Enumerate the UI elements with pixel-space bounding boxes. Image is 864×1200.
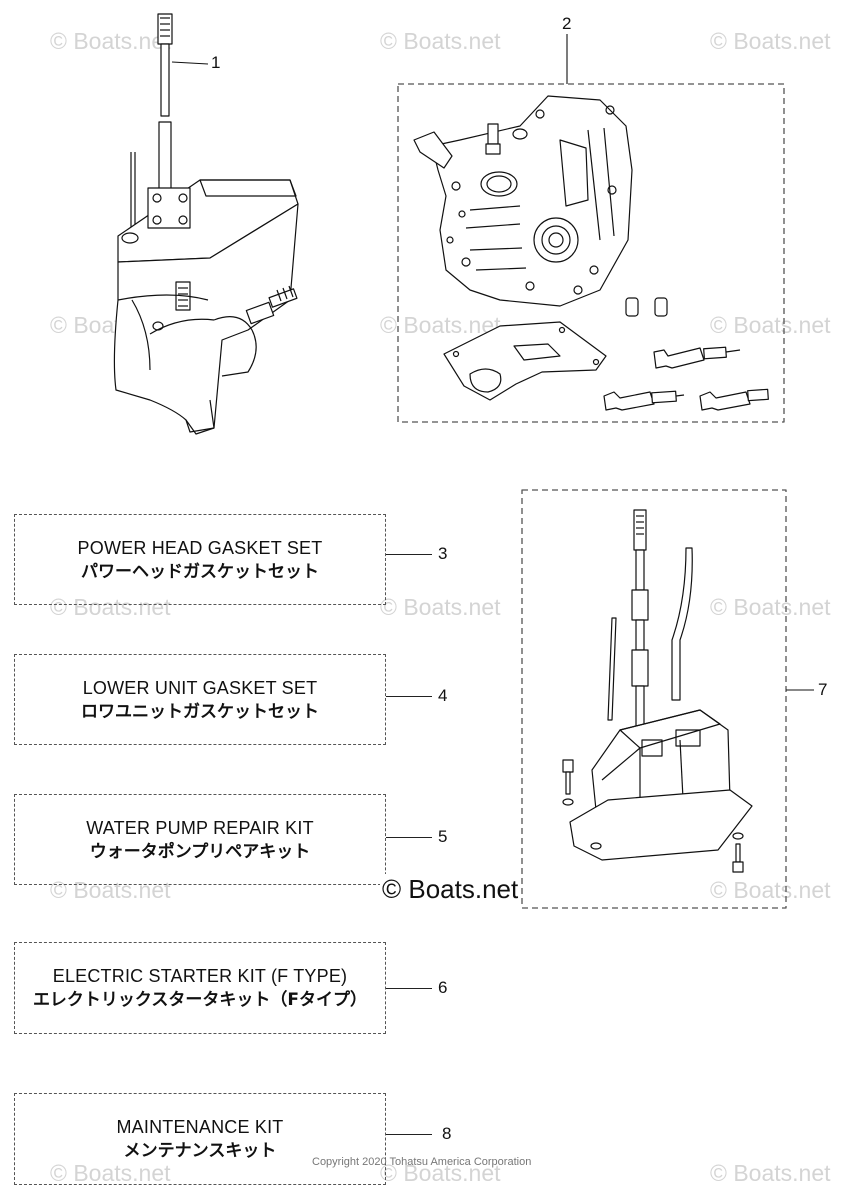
watermark: © Boats.net	[710, 1160, 831, 1186]
leader-line	[386, 988, 432, 989]
copyright-notice: Copyright 2020 Tohatsu America Corporati…	[312, 1156, 532, 1168]
kit-box-power-head-gasket: POWER HEAD GASKET SET パワーヘッドガスケットセット	[14, 514, 386, 605]
watermark: © Boats.net	[50, 28, 171, 54]
leader-line	[386, 554, 432, 555]
kit-box-lower-unit-gasket: LOWER UNIT GASKET SET ロワユニットガスケットセット	[14, 654, 386, 745]
drive-shaft-kit-dashed-frame	[521, 489, 787, 909]
watermark: © Boats.net	[50, 1160, 171, 1186]
leader-line	[386, 696, 432, 697]
callout-6: 6	[438, 978, 448, 997]
kit-label-jp: パワーヘッドガスケットセット	[81, 561, 319, 582]
callout-4: 4	[438, 686, 448, 705]
watermark: © Boats.net	[380, 312, 501, 338]
callout-5: 5	[438, 827, 448, 846]
kit-label-jp: ロワユニットガスケットセット	[81, 701, 319, 722]
kit-label-jp: メンテナンスキット	[123, 1141, 277, 1161]
watermark: © Boats.net	[710, 312, 831, 338]
watermark: © Boats.net	[380, 28, 501, 54]
kit-label-en: LOWER UNIT GASKET SET	[82, 677, 318, 698]
callout-7: 7	[818, 680, 828, 699]
lower-unit-drawing	[113, 13, 299, 435]
kit-label-jp: エレクトリックスタータキット（Fタイプ）	[32, 990, 368, 1010]
watermark: © Boats.net	[50, 877, 171, 903]
kit-box-maintenance: MAINTENANCE KIT メンテナンスキット	[14, 1093, 386, 1185]
watermark: © Boats.net	[710, 594, 831, 620]
kit-label-jp: ウォータポンプリペアキット	[89, 841, 311, 862]
watermark: © Boats.net	[710, 28, 831, 54]
watermark: © Boats.net	[50, 594, 171, 620]
watermark: © Boats.net	[710, 877, 831, 903]
callout-3: 3	[438, 544, 448, 563]
kit-box-water-pump-repair: WATER PUMP REPAIR KIT ウォータポンプリペアキット	[14, 794, 386, 885]
boats-net-watermark: © Boats.net	[380, 874, 521, 905]
watermark: © Boats.net	[380, 594, 501, 620]
kit-label-en: POWER HEAD GASKET SET	[77, 537, 323, 558]
power-head-dashed-frame	[397, 83, 785, 423]
kit-label-en: WATER PUMP REPAIR KIT	[86, 817, 314, 838]
kit-label-en: MAINTENANCE KIT	[116, 1117, 284, 1137]
watermark: © Boats.net	[380, 1160, 501, 1186]
kit-label-en: ELECTRIC STARTER KIT (F TYPE)	[52, 966, 348, 986]
callout-8: 8	[442, 1124, 452, 1143]
drive-shaft-kit-drawing	[562, 509, 753, 873]
callout-2: 2	[562, 14, 572, 33]
leader-line	[386, 1134, 432, 1135]
kit-box-electric-starter: ELECTRIC STARTER KIT (F TYPE) エレクトリックスター…	[14, 942, 386, 1034]
power-head-drawing	[413, 95, 769, 411]
callout-1: 1	[211, 53, 221, 72]
leader-line	[386, 837, 432, 838]
